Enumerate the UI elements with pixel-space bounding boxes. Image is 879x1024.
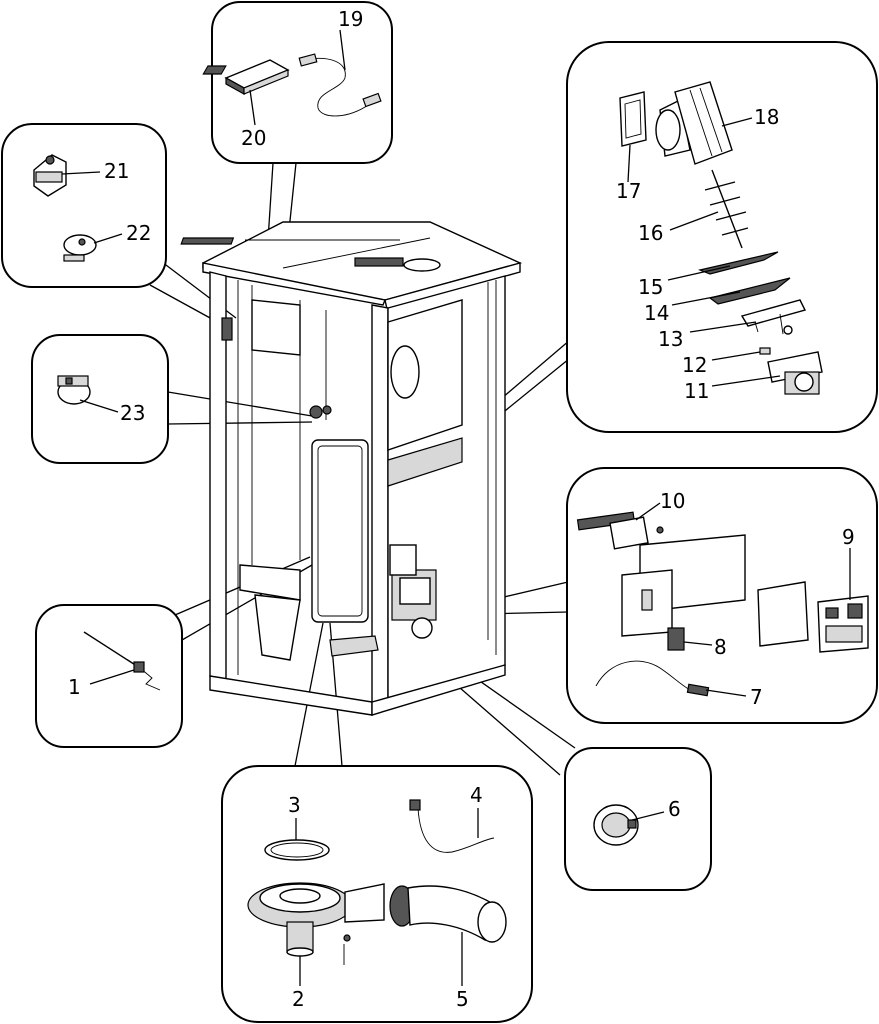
- part-19-cable: [298, 53, 382, 117]
- part-11-gear-motor: [767, 351, 823, 395]
- label-1: 1: [68, 675, 81, 699]
- part-21-thermostat: [33, 154, 67, 197]
- callout-frame-top: [211, 1, 393, 164]
- label-22: 22: [126, 221, 151, 245]
- label-14: 14: [644, 301, 669, 325]
- label-4: 4: [470, 783, 483, 807]
- label-2: 2: [292, 987, 305, 1011]
- callout-frame-feeder: [566, 41, 878, 433]
- label-21: 21: [104, 159, 129, 183]
- number-leaders: [61, 29, 851, 986]
- part-4-cable: [409, 799, 495, 853]
- label-6: 6: [668, 797, 681, 821]
- label-17: 17: [616, 179, 641, 203]
- label-23: 23: [120, 401, 145, 425]
- label-15: 15: [638, 275, 663, 299]
- part-18-feed-tube: [655, 81, 733, 165]
- stove-body: [180, 221, 523, 716]
- part-1-probe: [83, 631, 161, 691]
- label-12: 12: [682, 353, 707, 377]
- label-20: 20: [241, 126, 266, 150]
- part-14-plate: [708, 277, 791, 305]
- part-5-elbow-pipe: [389, 885, 507, 943]
- label-18: 18: [754, 105, 779, 129]
- label-10: 10: [660, 489, 685, 513]
- part-7-probe-cable: [595, 660, 710, 697]
- callout-frame-upper-left: [1, 123, 167, 288]
- callout-frame-lower-left: [35, 604, 183, 748]
- label-13: 13: [658, 327, 683, 351]
- part-17-gasket: [619, 91, 647, 147]
- part-3-gasket: [264, 839, 330, 861]
- callout-numbers: 19 20 21 22 23 18 17 16 15 14 13 12 11 1…: [68, 7, 855, 1011]
- electronics-bracket: [621, 534, 809, 647]
- label-16: 16: [638, 221, 663, 245]
- part-22-safety-thermostat: [63, 234, 97, 262]
- label-8: 8: [714, 635, 727, 659]
- part-23-thermostat: [57, 375, 91, 405]
- part-12-pin: [759, 347, 771, 355]
- label-5: 5: [456, 987, 469, 1011]
- part-13-bracket: [740, 299, 807, 335]
- label-3: 3: [288, 793, 301, 817]
- part-20-control-panel: [202, 59, 290, 96]
- part-9-circuit-board: [817, 595, 869, 653]
- part-8-relay: [667, 627, 685, 651]
- label-7: 7: [750, 685, 763, 709]
- part-10-terminal-block: [576, 511, 664, 550]
- label-11: 11: [684, 379, 709, 403]
- part-16-auger: [704, 169, 749, 249]
- part-6-pressure-switch: [593, 804, 639, 846]
- part-2-fan: [247, 882, 385, 965]
- label-19: 19: [338, 7, 363, 31]
- label-9: 9: [842, 525, 855, 549]
- callout-frame-left: [31, 334, 169, 464]
